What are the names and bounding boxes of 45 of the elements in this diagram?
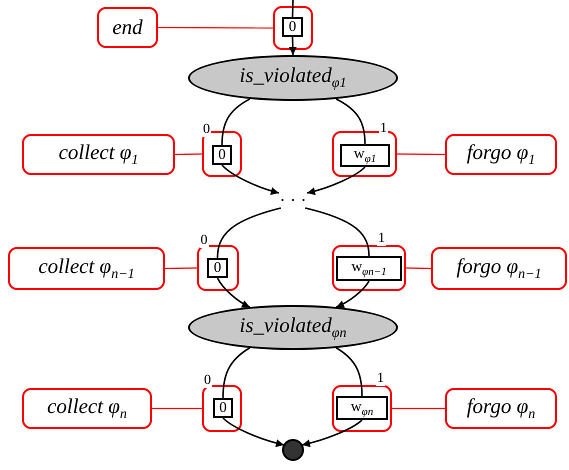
callout-label: forgo φ$_{n}$ xyxy=(445,388,557,429)
arrow xyxy=(306,166,366,195)
highlight-box xyxy=(202,131,242,177)
value-box: 0 xyxy=(207,258,228,278)
arrow xyxy=(216,278,250,308)
value-box: 0 xyxy=(282,17,303,37)
leader-line xyxy=(174,153,202,156)
edge-label: 0 xyxy=(200,234,208,248)
callout-label: collect φ$_{n−1}$ xyxy=(8,247,165,290)
highlight-box xyxy=(332,245,406,291)
edge-label: 0 xyxy=(203,374,212,388)
callout-label: collect φ$_{1}$ xyxy=(22,134,175,175)
leader-line xyxy=(392,408,445,410)
arrow xyxy=(288,36,297,56)
value-box: w$_{φn}$ xyxy=(336,396,388,420)
leader-line xyxy=(397,153,445,156)
edge-label: 0 xyxy=(202,123,211,137)
arrow xyxy=(336,280,370,308)
leader-line xyxy=(158,26,273,29)
condition-ellipse: is_violated$_{φ1}$ xyxy=(188,55,398,101)
value-box: w$_{φn−1}$ xyxy=(336,256,402,281)
ellipsis-dots: · · · xyxy=(277,190,309,210)
callout-label: collect φ$_{n}$ xyxy=(22,388,152,429)
callout-label: forgo φ$_{1}$ xyxy=(445,134,557,175)
highlight-box xyxy=(202,385,242,432)
value-box: w$_{φ1}$ xyxy=(340,144,390,167)
leader-line xyxy=(406,267,432,270)
edge-label: 1 xyxy=(376,372,385,386)
terminal-dot xyxy=(282,439,304,461)
arrow xyxy=(222,417,284,447)
leader-line xyxy=(152,408,202,410)
edge-label: 1 xyxy=(379,122,388,136)
arrow xyxy=(302,419,363,448)
highlight-box xyxy=(197,245,239,291)
edge-label: 1 xyxy=(377,232,386,246)
value-box: 0 xyxy=(213,398,233,418)
highlight-box xyxy=(332,385,392,432)
condition-ellipse: is_violated$_{φn}$ xyxy=(188,305,398,350)
callout-label: end xyxy=(97,7,158,48)
highlight-box xyxy=(273,6,313,50)
highlight-box xyxy=(332,131,397,177)
leader-line xyxy=(164,267,198,270)
arrow xyxy=(221,164,280,195)
value-box: 0 xyxy=(212,145,232,165)
callout-label: forgo φ$_{n−1}$ xyxy=(431,247,567,290)
